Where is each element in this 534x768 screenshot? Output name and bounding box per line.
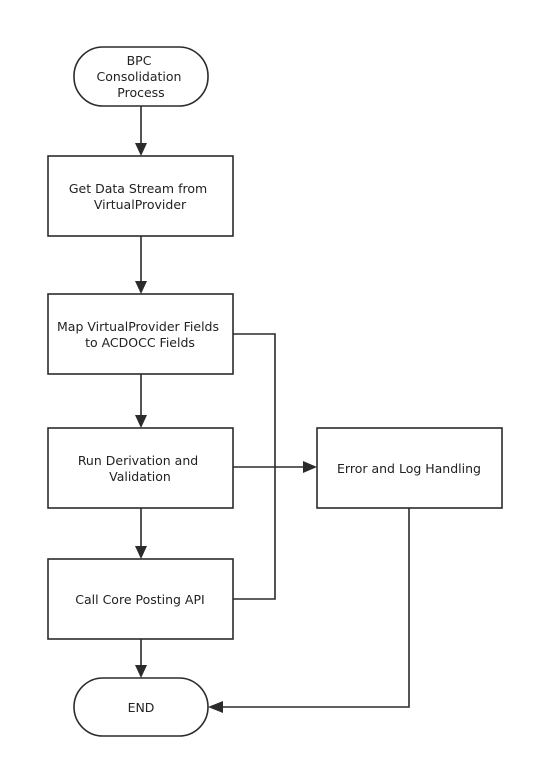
start-label-line-3: Process bbox=[117, 85, 164, 100]
arrowhead-end bbox=[135, 665, 147, 678]
svg-text:END: END bbox=[128, 700, 155, 715]
get-data-label-line-2: VirtualProvider bbox=[94, 197, 187, 212]
edges bbox=[135, 106, 410, 713]
svg-text:Map VirtualProvider Fields: Map VirtualProvider Fields to ACDOCC Fie… bbox=[57, 319, 223, 350]
call-api-process-shape bbox=[47, 558, 234, 640]
arrowhead-get-data bbox=[135, 143, 147, 156]
start-label-line-1: BPC bbox=[127, 53, 152, 68]
map-fields-label-line-1: Map VirtualProvider Fields bbox=[57, 319, 219, 334]
node-start: BPC Consolidation Process bbox=[73, 46, 209, 107]
node-call-api: Call Core Posting API bbox=[47, 558, 234, 640]
svg-text:Get Data Stream from Vir: Get Data Stream from VirtualProvider bbox=[69, 181, 211, 212]
end-label-line-1: END bbox=[128, 700, 155, 715]
call-api-label-line-1: Call Core Posting API bbox=[75, 592, 204, 607]
arrowhead-derivation bbox=[135, 415, 147, 428]
map-fields-process-shape bbox=[47, 293, 234, 375]
svg-text:Call Core Posting API: Call Core Posting API bbox=[75, 592, 204, 607]
svg-text:Run Derivation and Valid: Run Derivation and Validation bbox=[78, 453, 202, 484]
derivation-label-line-2: Validation bbox=[109, 469, 171, 484]
end-terminator-shape bbox=[73, 677, 209, 737]
node-error-log: Error and Log Handling bbox=[316, 427, 503, 509]
node-map-fields: Map VirtualProvider Fields to ACDOCC Fie… bbox=[47, 293, 234, 375]
arrowhead-call-api bbox=[135, 546, 147, 559]
get-data-process-shape bbox=[47, 155, 234, 237]
error-log-process-shape bbox=[316, 427, 503, 509]
get-data-label-line-1: Get Data Stream from bbox=[69, 181, 207, 196]
map-fields-label-line-2: to ACDOCC Fields bbox=[85, 335, 195, 350]
node-end: END bbox=[73, 677, 209, 737]
start-terminator-shape bbox=[73, 46, 209, 107]
arrowhead-map-fields bbox=[135, 281, 147, 294]
arrowhead-end-from-error bbox=[208, 701, 223, 713]
start-label-line-2: Consolidation bbox=[97, 69, 182, 84]
svg-text:BPC Consolidation: BPC Consolidation Process bbox=[97, 53, 186, 100]
error-log-label-line-1: Error and Log Handling bbox=[337, 461, 481, 476]
edge-error-log-to-end bbox=[220, 508, 410, 708]
node-derivation: Run Derivation and Validation bbox=[47, 427, 234, 509]
arrowhead-error-log bbox=[303, 461, 317, 473]
derivation-label-line-1: Run Derivation and bbox=[78, 453, 198, 468]
derivation-process-shape bbox=[47, 427, 234, 509]
svg-text:Error and Log Handling: Error and Log Handling bbox=[337, 461, 481, 476]
node-get-data: Get Data Stream from VirtualProvider bbox=[47, 155, 234, 237]
